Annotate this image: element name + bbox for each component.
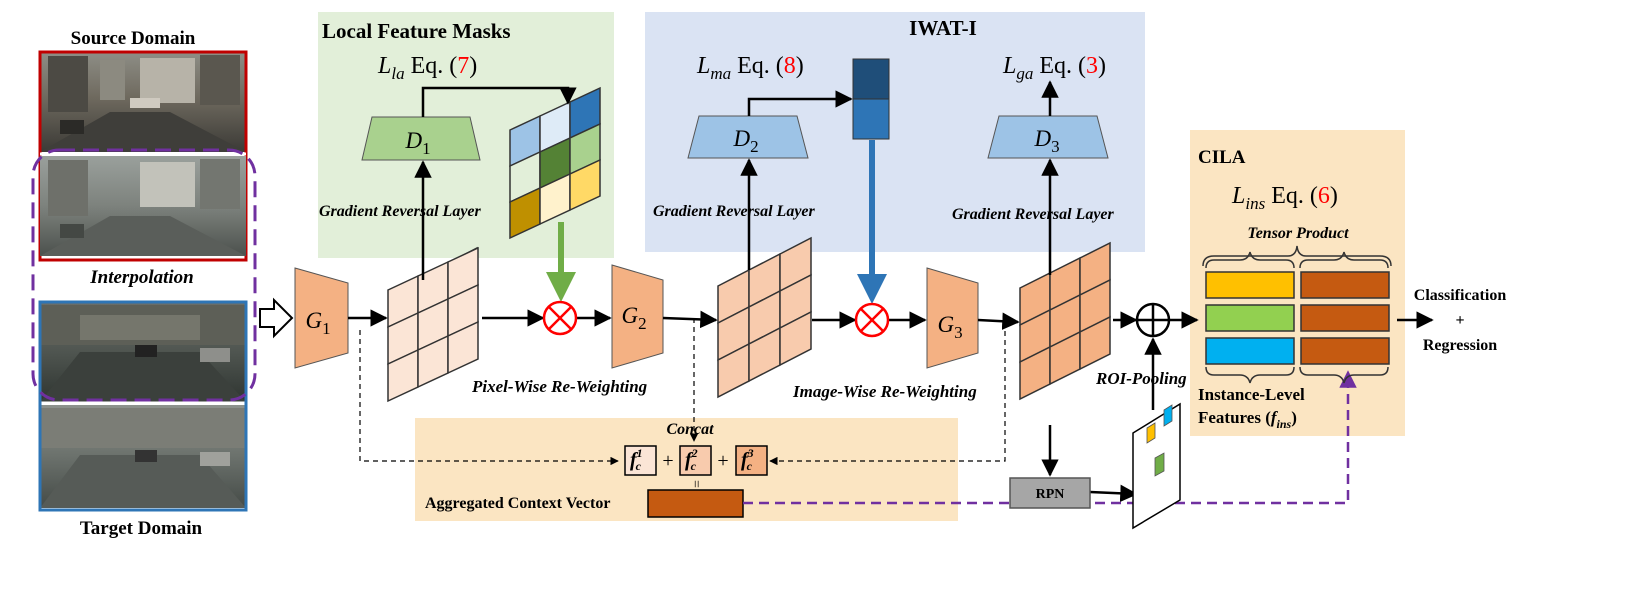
tensor-product-label: Tensor Product: [1247, 225, 1349, 242]
f2-box: [679, 445, 712, 476]
output-plus: +: [1455, 312, 1464, 329]
interpolation-image: [40, 156, 246, 256]
source-domain-image: [40, 52, 246, 152]
regression-label: Regression: [1423, 337, 1497, 354]
instance-bar-yellow: [1205, 271, 1295, 299]
brace-bottom-left: [1205, 366, 1295, 384]
d1-label: D1: [404, 128, 430, 158]
instance-bar-green: [1205, 304, 1295, 332]
d2-block: [687, 115, 809, 159]
aggregated-context-vector: [647, 489, 744, 518]
feature-map-3: [1019, 241, 1111, 401]
roi-pooling-label: ROI-Pooling: [1095, 369, 1187, 388]
arrow-g2-to-fm2: [662, 310, 718, 329]
g3-label: G3: [937, 312, 962, 342]
multiply-node-2: [854, 302, 890, 338]
g3-block: [926, 267, 979, 369]
arrow-d2-to-weight: [747, 90, 853, 116]
sum-node: [1135, 302, 1171, 338]
f1-box: [624, 445, 657, 476]
target-domain-image: [40, 302, 246, 508]
equals-sign: =: [688, 480, 703, 488]
d2-label: D2: [732, 126, 758, 156]
brace-top-left: [1205, 251, 1295, 269]
context-bar-2: [1300, 304, 1390, 332]
pixel-wise-label: Pixel-Wise Re-Weighting: [471, 377, 648, 396]
brace-bottom-right: [1299, 366, 1389, 384]
input-arrow: [259, 297, 294, 339]
arrow-rpn-to-roi: [1089, 484, 1138, 503]
d3-block: [987, 115, 1109, 159]
g1-block: [294, 267, 349, 369]
instance-level-line2: Features (fins): [1198, 408, 1297, 431]
interpolation-dashed-region: [31, 148, 257, 402]
target-domain-label: Target Domain: [80, 518, 203, 539]
roi-proposal-sheet: [1132, 402, 1181, 530]
context-bar-3: [1300, 337, 1390, 365]
brace-top-right: [1299, 251, 1389, 269]
feature-map-1: [387, 246, 479, 403]
image-weight-top: [852, 58, 890, 100]
arrow-g3-to-fm3: [977, 312, 1020, 330]
classification-label: Classification: [1414, 287, 1507, 304]
context-bar-1: [1300, 271, 1390, 299]
brace-top-outer: [1202, 245, 1392, 267]
grl-label-2: Gradient Reversal Layer: [653, 203, 816, 220]
g2-block: [611, 264, 664, 369]
d3-label: D3: [1033, 126, 1059, 156]
rpn-box: [1009, 477, 1091, 509]
aggregated-context-label: Aggregated Context Vector: [425, 495, 610, 512]
image-wise-label: Image-Wise Re-Weighting: [792, 382, 977, 401]
feature-map-2: [717, 236, 812, 399]
local-feature-mask: [509, 86, 601, 240]
grl-label-3: Gradient Reversal Layer: [952, 206, 1115, 223]
purple-link-context-to-cila: [743, 370, 1357, 505]
image-weight-bottom: [852, 98, 890, 140]
target-domain-frame: [38, 300, 248, 512]
dashed-g3-to-f3: [769, 322, 1006, 466]
instance-level-line1: Instance-Level: [1198, 385, 1305, 404]
arrow-d1-to-mask: [421, 86, 577, 117]
plus-1: +: [662, 450, 673, 472]
cila-title: CILA: [1198, 147, 1246, 168]
local-feature-masks-title: Local Feature Masks: [322, 19, 511, 43]
g2-label: G2: [621, 303, 646, 333]
plus-2: +: [717, 450, 728, 472]
g1-label: G1: [305, 308, 330, 338]
f3-box: [735, 445, 768, 476]
grl-label-1: Gradient Reversal Layer: [319, 203, 482, 220]
iwat-title: IWAT-I: [909, 16, 977, 40]
interpolation-label: Interpolation: [89, 267, 193, 288]
multiply-node-1: [542, 300, 578, 336]
d1-block: [361, 116, 481, 161]
instance-bar-cyan: [1205, 337, 1295, 365]
dashed-g1-to-f1: [359, 330, 619, 466]
rpn-label: RPN: [1036, 487, 1065, 502]
source-domain-label: Source Domain: [71, 28, 196, 49]
concat-label: Concat: [666, 421, 714, 438]
